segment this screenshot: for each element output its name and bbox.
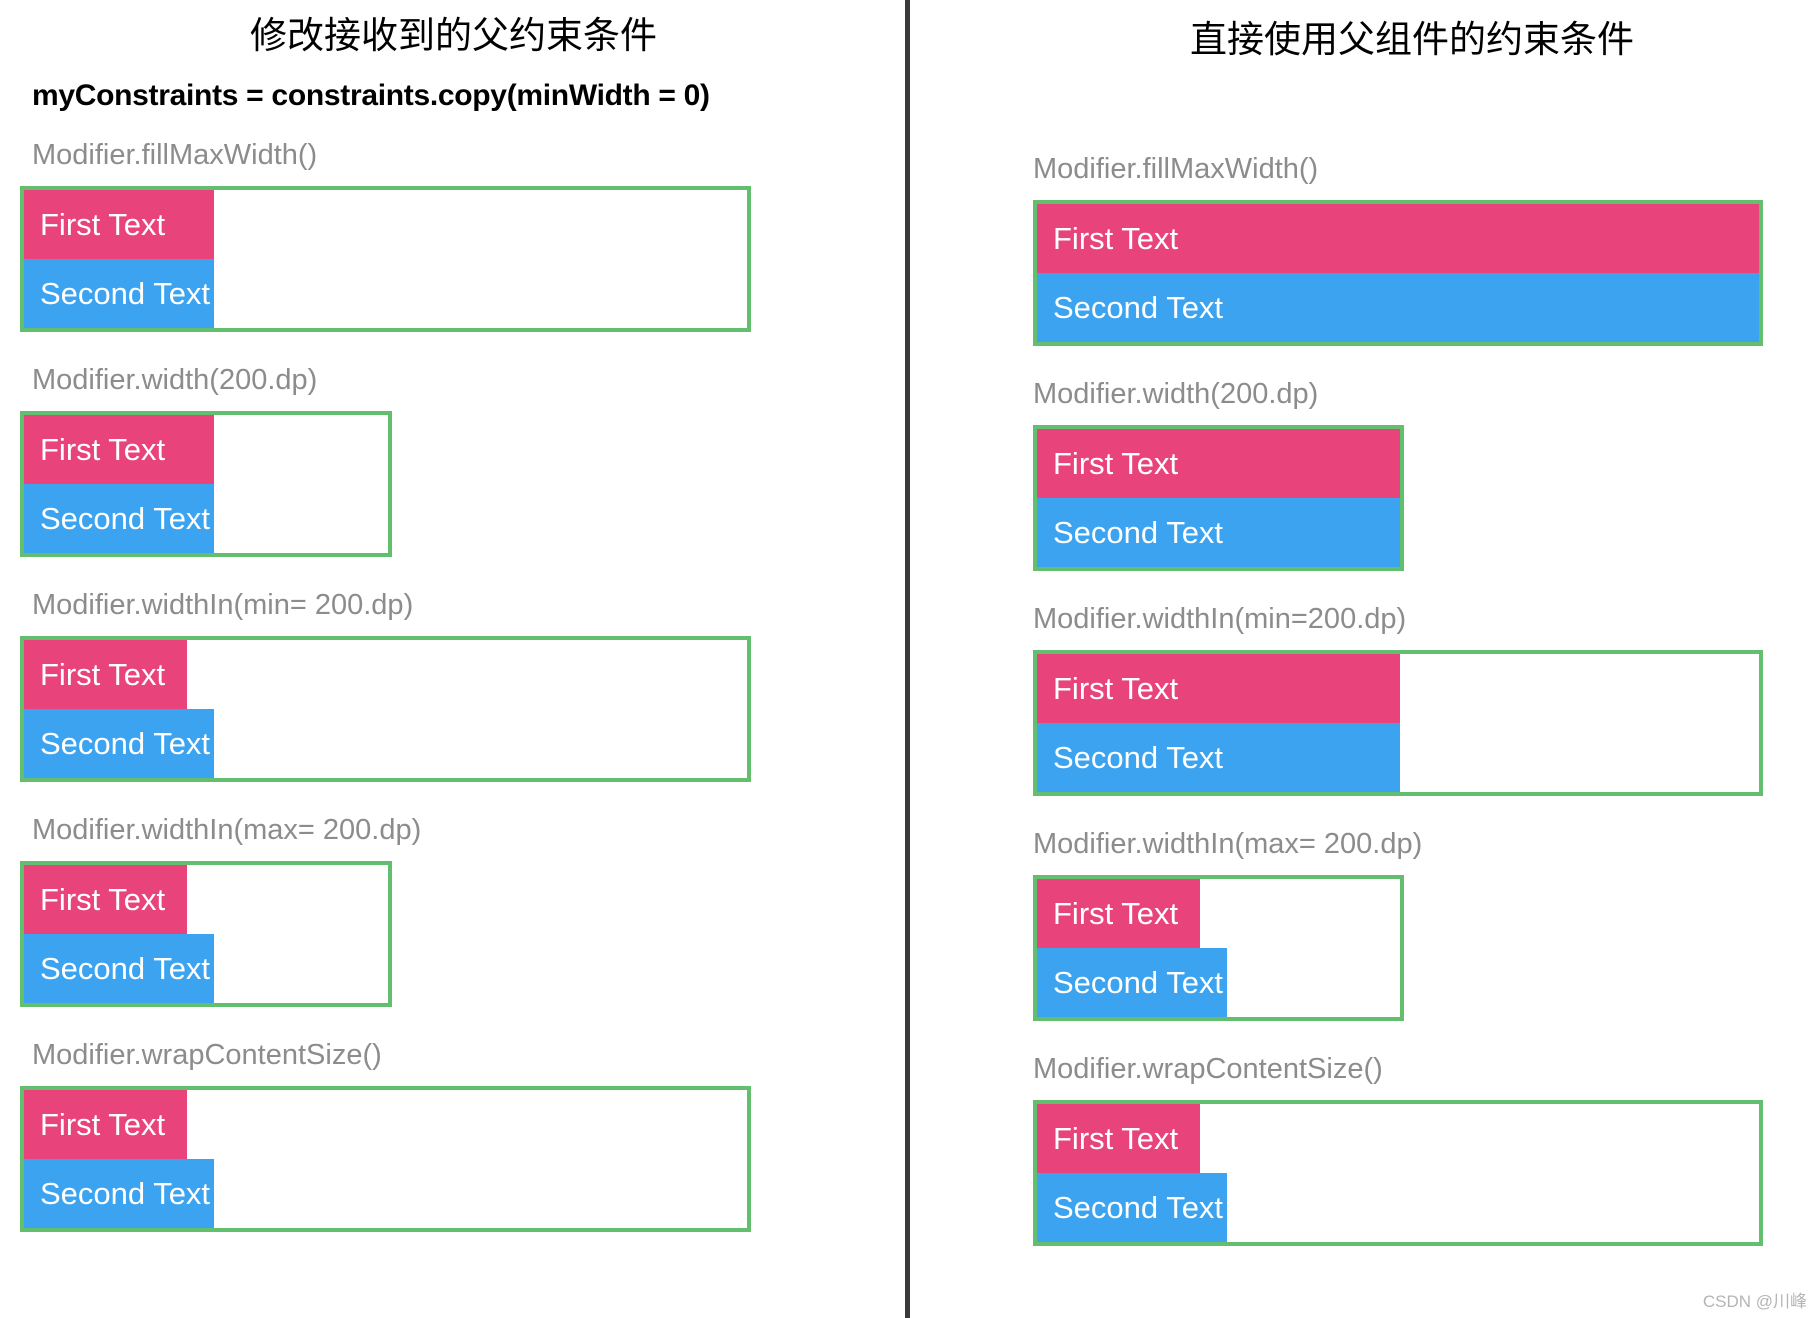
first-text-bar: First Text [24,415,214,484]
second-text-label: Second Text [1053,964,1224,1000]
first-text-label: First Text [1053,445,1179,481]
second-text-bar: Second Text [24,1159,214,1228]
left-panel-subtitle: myConstraints = constraints.copy(minWidt… [32,79,710,112]
second-text-bar: Second Text [1037,498,1400,567]
first-text-bar: First Text [24,1090,187,1159]
second-text-label: Second Text [40,950,211,986]
modifier-caption: Modifier.fillMaxWidth() [1033,153,1319,185]
modifier-caption: Modifier.width(200.dp) [32,364,318,396]
second-text-label: Second Text [40,275,211,311]
first-text-bar: First Text [1037,654,1400,723]
second-text-bar: Second Text [1037,1173,1227,1242]
first-text-label: First Text [40,1106,166,1142]
second-text-label: Second Text [40,1175,211,1211]
modifier-caption: Modifier.widthIn(min=200.dp) [1033,603,1407,635]
first-text-label: First Text [40,656,166,692]
first-text-bar: First Text [24,640,187,709]
modifier-caption: Modifier.wrapContentSize() [32,1039,382,1071]
second-text-label: Second Text [40,500,211,536]
second-text-bar: Second Text [1037,723,1400,792]
right-panel-subtitle-spacer [1033,59,1791,125]
left-panel-title: 修改接收到的父约束条件 [250,16,657,57]
first-text-label: First Text [40,881,166,917]
second-text-label: Second Text [1053,289,1224,325]
second-text-label: Second Text [1053,739,1224,775]
second-text-label: Second Text [1053,1189,1224,1225]
first-text-bar: First Text [24,865,187,934]
second-text-bar: Second Text [24,709,214,778]
panel-divider [905,0,910,1318]
modifier-caption: Modifier.widthIn(max= 200.dp) [1033,828,1423,860]
modifier-caption: Modifier.widthIn(min= 200.dp) [32,589,414,621]
first-text-bar: First Text [1037,204,1759,273]
first-text-bar: First Text [1037,1104,1200,1173]
first-text-bar: First Text [24,190,214,259]
first-text-label: First Text [1053,220,1179,256]
left-panel: 修改接收到的父约束条件 myConstraints = constraints.… [0,0,905,1318]
second-text-bar: Second Text [24,259,214,328]
second-text-bar: Second Text [1037,948,1227,1017]
first-text-label: First Text [1053,670,1179,706]
first-text-label: First Text [1053,1120,1179,1156]
right-panel-title: 直接使用父组件的约束条件 [1190,20,1634,61]
modifier-caption: Modifier.widthIn(max= 200.dp) [32,814,422,846]
modifier-caption: Modifier.width(200.dp) [1033,378,1319,410]
second-text-label: Second Text [40,725,211,761]
modifier-caption: Modifier.wrapContentSize() [1033,1053,1383,1085]
second-text-bar: Second Text [24,934,214,1003]
right-panel: 直接使用父组件的约束条件 Modifier.fillMaxWidth() Firs… [905,0,1815,1318]
first-text-label: First Text [40,206,166,242]
watermark: CSDN @川峰 [1702,1292,1807,1311]
first-text-bar: First Text [1037,429,1400,498]
modifier-caption: Modifier.fillMaxWidth() [32,139,318,171]
first-text-label: First Text [40,431,166,467]
second-text-bar: Second Text [1037,273,1759,342]
first-text-label: First Text [1053,895,1179,931]
second-text-bar: Second Text [24,484,214,553]
first-text-bar: First Text [1037,879,1200,948]
second-text-label: Second Text [1053,514,1224,550]
